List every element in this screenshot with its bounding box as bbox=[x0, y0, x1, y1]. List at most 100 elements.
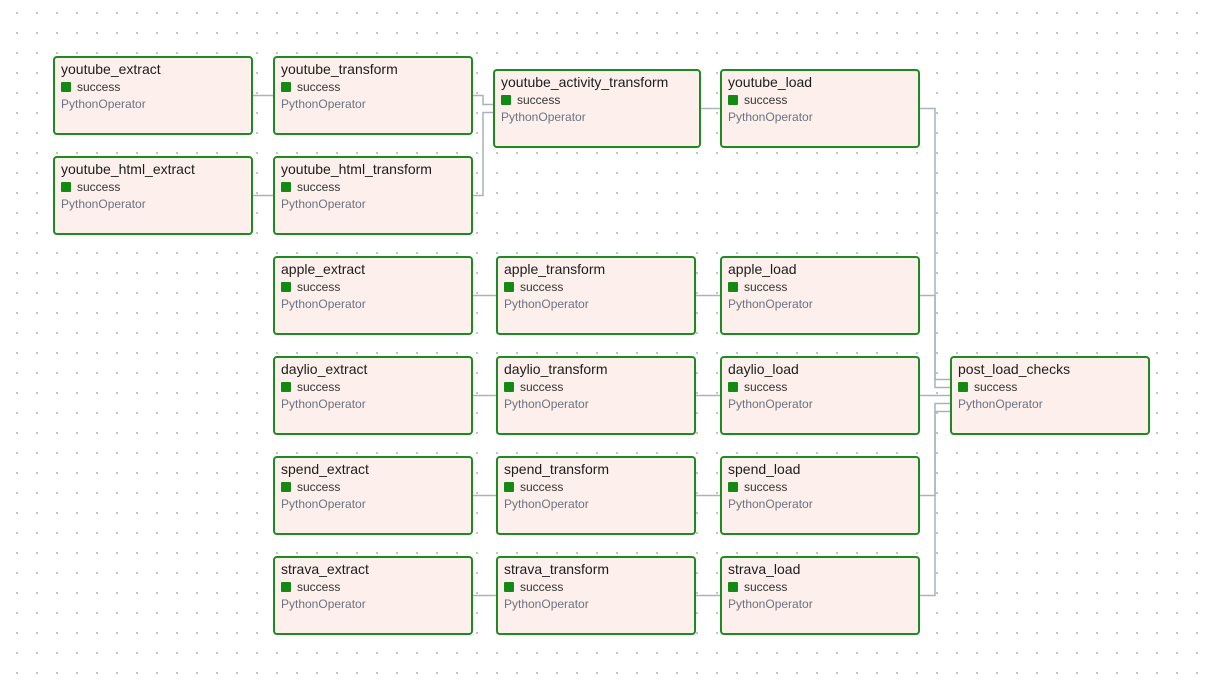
task-status-label: success bbox=[517, 93, 561, 107]
edge-strava-load-to-post-load-checks bbox=[920, 410, 950, 597]
task-status: success bbox=[958, 379, 1017, 395]
task-operator: PythonOperator bbox=[501, 110, 586, 124]
task-status: success bbox=[281, 179, 340, 195]
task-status-label: success bbox=[520, 280, 564, 294]
status-square-icon bbox=[281, 482, 291, 492]
task-status-label: success bbox=[744, 93, 788, 107]
task-operator: PythonOperator bbox=[281, 297, 366, 311]
edge-youtube-html-transform-to-youtube-activity-transform bbox=[473, 111, 493, 197]
task-status: success bbox=[728, 92, 787, 108]
task-status-label: success bbox=[520, 580, 564, 594]
task-operator: PythonOperator bbox=[728, 110, 813, 124]
task-status-label: success bbox=[297, 380, 341, 394]
task-operator: PythonOperator bbox=[504, 297, 589, 311]
status-square-icon bbox=[504, 282, 514, 292]
task-name: youtube_activity_transform bbox=[501, 74, 669, 90]
task-status: success bbox=[504, 479, 563, 495]
task-operator: PythonOperator bbox=[61, 97, 146, 111]
task-status: success bbox=[281, 579, 340, 595]
task-status-label: success bbox=[974, 380, 1018, 394]
task-name: strava_load bbox=[728, 561, 801, 577]
task-name: daylio_transform bbox=[504, 361, 608, 377]
task-operator: PythonOperator bbox=[728, 297, 813, 311]
task-status: success bbox=[281, 279, 340, 295]
task-operator: PythonOperator bbox=[281, 197, 366, 211]
task-status: success bbox=[501, 92, 560, 108]
status-square-icon bbox=[504, 382, 514, 392]
task-operator: PythonOperator bbox=[281, 597, 366, 611]
task-name: apple_transform bbox=[504, 261, 606, 277]
task-status: success bbox=[728, 379, 787, 395]
status-square-icon bbox=[281, 582, 291, 592]
task-status-label: success bbox=[520, 380, 564, 394]
task-operator: PythonOperator bbox=[728, 397, 813, 411]
status-square-icon bbox=[281, 282, 291, 292]
status-square-icon bbox=[728, 282, 738, 292]
task-status-label: success bbox=[297, 480, 341, 494]
task-name: daylio_load bbox=[728, 361, 799, 377]
task-operator: PythonOperator bbox=[281, 397, 366, 411]
task-name: strava_extract bbox=[281, 561, 369, 577]
status-square-icon bbox=[501, 95, 511, 105]
task-status: success bbox=[728, 479, 787, 495]
task-name: spend_extract bbox=[281, 461, 369, 477]
task-status: success bbox=[281, 379, 340, 395]
edge-youtube-load-to-post-load-checks bbox=[920, 107, 950, 381]
task-status-label: success bbox=[744, 280, 788, 294]
task-name: spend_load bbox=[728, 461, 801, 477]
task-operator: PythonOperator bbox=[958, 397, 1043, 411]
edge-apple-load-to-post-load-checks bbox=[920, 294, 950, 389]
status-square-icon bbox=[728, 482, 738, 492]
status-square-icon bbox=[958, 382, 968, 392]
task-operator: PythonOperator bbox=[728, 597, 813, 611]
task-status-label: success bbox=[297, 580, 341, 594]
task-status: success bbox=[504, 579, 563, 595]
task-name: apple_load bbox=[728, 261, 797, 277]
task-operator: PythonOperator bbox=[281, 497, 366, 511]
task-operator: PythonOperator bbox=[728, 497, 813, 511]
status-square-icon bbox=[281, 82, 291, 92]
status-square-icon bbox=[728, 95, 738, 105]
task-status-label: success bbox=[520, 480, 564, 494]
status-square-icon bbox=[728, 582, 738, 592]
task-status: success bbox=[504, 379, 563, 395]
edge-youtube-transform-to-youtube-activity-transform bbox=[473, 94, 493, 106]
task-name: strava_transform bbox=[504, 561, 610, 577]
task-operator: PythonOperator bbox=[504, 597, 589, 611]
task-status: success bbox=[728, 579, 787, 595]
status-square-icon bbox=[281, 182, 291, 192]
task-name: youtube_html_transform bbox=[281, 161, 432, 177]
task-name: youtube_extract bbox=[61, 61, 161, 77]
task-status-label: success bbox=[297, 180, 341, 194]
task-status: success bbox=[504, 279, 563, 295]
task-status-label: success bbox=[744, 380, 788, 394]
task-name: youtube_load bbox=[728, 74, 813, 90]
task-status: success bbox=[728, 279, 787, 295]
task-status: success bbox=[61, 179, 120, 195]
task-operator: PythonOperator bbox=[504, 397, 589, 411]
task-status: success bbox=[281, 79, 340, 95]
status-square-icon bbox=[281, 382, 291, 392]
task-status-label: success bbox=[744, 480, 788, 494]
